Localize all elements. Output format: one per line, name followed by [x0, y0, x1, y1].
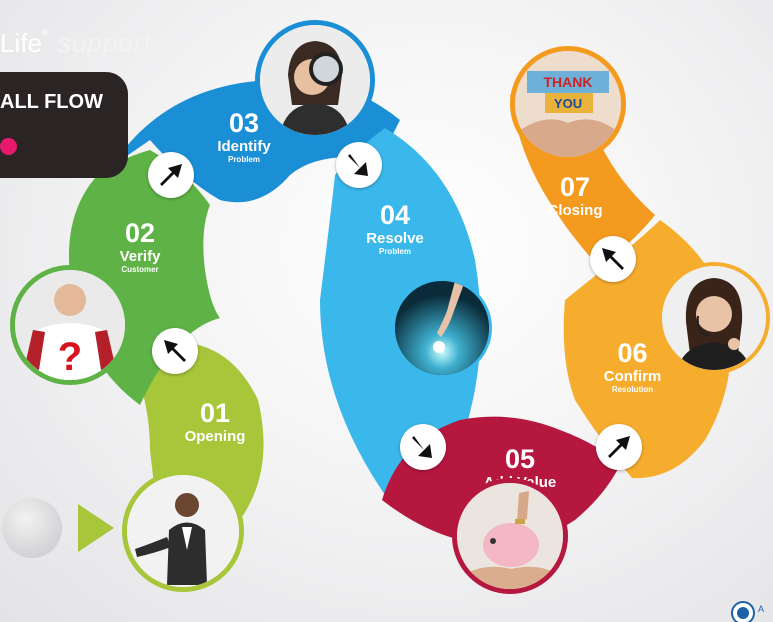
seal-logo-icon: A [731, 601, 764, 622]
step-number: 03 [228, 108, 260, 138]
play-ornament-icon [2, 498, 114, 558]
thank-you-blocks-icon: THANK YOU [515, 51, 621, 157]
step-label: Verify [119, 248, 161, 265]
arrow-up-right-icon [148, 152, 194, 198]
step-resolve: 04 Resolve Problem [350, 202, 440, 256]
step-label: Opening [184, 428, 246, 445]
confirm-photo [658, 262, 770, 374]
resolve-photo [392, 278, 492, 378]
step-verify: 02 Verify Customer [100, 220, 180, 274]
step-number: 02 [124, 218, 156, 248]
brand-name: Life [0, 28, 42, 58]
hand-touch-glow-icon [395, 281, 489, 375]
step-number: 04 [379, 200, 411, 230]
question-mark: ? [58, 335, 82, 379]
step-sublabel: Customer [121, 265, 159, 274]
registered-mark: ® [41, 28, 48, 37]
verify-photo: ? [10, 265, 130, 385]
step-identify: 03 Identify Problem [202, 110, 286, 164]
closing-photo: THANK YOU [510, 46, 626, 162]
woman-headset-icon [662, 266, 766, 370]
brand-tagline: support [57, 28, 152, 58]
step-label: Resolve [366, 230, 424, 247]
identify-photo [255, 20, 375, 140]
step-number: 07 [559, 172, 591, 202]
arrow-up-left-icon-2 [590, 236, 636, 282]
brand-logo: Life® support [0, 28, 152, 59]
step-number: 06 [617, 338, 648, 368]
step-opening: 01 Opening [170, 398, 260, 445]
step-closing: 07 Closing [530, 172, 620, 219]
arrow-up-left-icon [152, 328, 198, 374]
piggy-bank-hands-icon [457, 483, 563, 589]
opening-photo [122, 470, 244, 592]
page-title: ALL FLOW [0, 91, 103, 113]
step-label: Closing [547, 202, 603, 219]
step-sublabel: Resolution [611, 385, 654, 394]
man-question-shirt-icon: ? [15, 270, 125, 380]
pink-dot-icon [0, 138, 17, 155]
thank-text: THANK [544, 74, 593, 90]
step-label: Identify [217, 138, 271, 155]
seal-text: A [758, 604, 764, 614]
title-card: ALL FLOW [0, 72, 128, 178]
woman-magnifier-icon [260, 25, 370, 135]
step-number: 01 [199, 398, 231, 428]
you-text: YOU [554, 96, 582, 111]
arrow-down-right-icon [336, 142, 382, 188]
businessman-handshake-icon [127, 475, 239, 587]
arrow-down-right-icon-2 [400, 424, 446, 470]
step-confirm: 06 Confirm Resolution [585, 340, 680, 394]
step-label: Confirm [603, 368, 662, 385]
arrow-up-right-icon-2 [596, 424, 642, 470]
step-sublabel: Problem [227, 155, 260, 164]
addvalue-photo [452, 478, 568, 594]
step-sublabel: Problem [378, 247, 411, 256]
step-number: 05 [504, 444, 536, 474]
